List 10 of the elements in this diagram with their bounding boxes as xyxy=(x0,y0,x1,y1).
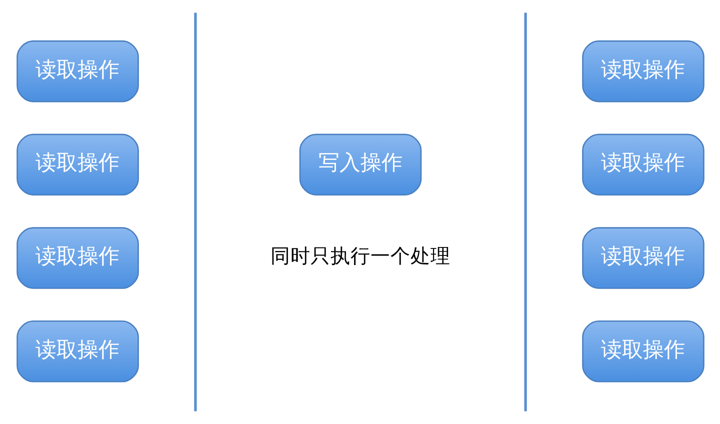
node-box: 读取操作 xyxy=(582,227,704,289)
node-box: 写入操作 xyxy=(298,134,422,196)
node-box: 读取操作 xyxy=(582,134,704,196)
node-box: 读取操作 xyxy=(16,227,138,289)
node-box: 读取操作 xyxy=(16,320,138,382)
node-box: 读取操作 xyxy=(16,134,138,196)
node-box: 读取操作 xyxy=(16,40,138,102)
node-box: 读取操作 xyxy=(582,40,704,102)
node-box: 读取操作 xyxy=(582,320,704,382)
label: 同时只执行一个处理 xyxy=(270,244,450,268)
